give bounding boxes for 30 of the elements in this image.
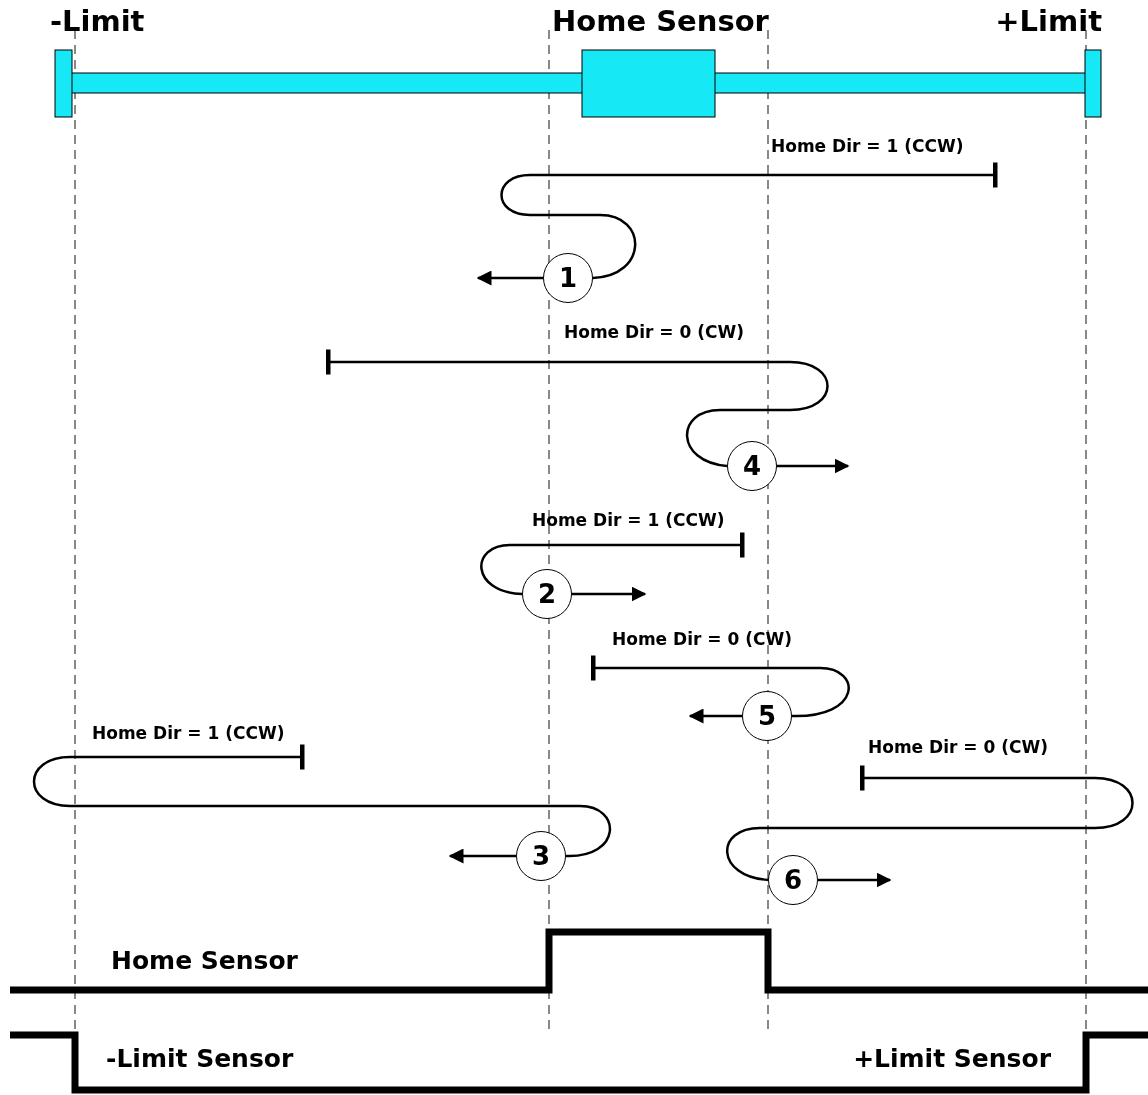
step-number-circle: 6 <box>768 855 818 905</box>
step-number-circle: 5 <box>742 691 792 741</box>
step-number-circle: 1 <box>543 253 593 303</box>
signal-label: -Limit Sensor <box>106 1045 294 1073</box>
signal-label: Home Sensor <box>111 947 298 975</box>
motion-arrow <box>818 872 892 888</box>
motion-arrow <box>777 458 850 474</box>
homing-path <box>726 765 1134 882</box>
limit-label: -Limit <box>50 6 145 38</box>
signal-label: +Limit Sensor <box>853 1045 1051 1073</box>
motion-arrow <box>688 708 742 724</box>
direction-label: Home Dir = 0 (CW) <box>612 630 792 649</box>
homing-path <box>590 655 850 718</box>
motion-arrow <box>572 586 647 602</box>
step-number-circle: 2 <box>522 569 572 619</box>
motion-arrow <box>448 848 516 864</box>
limit-label: +Limit <box>995 6 1102 38</box>
direction-label: Home Dir = 1 (CCW) <box>532 511 725 530</box>
homing-path <box>500 162 998 280</box>
direction-label: Home Dir = 1 (CCW) <box>92 724 285 743</box>
step-number-circle: 3 <box>516 831 566 881</box>
motion-arrow <box>476 270 543 286</box>
direction-label: Home Dir = 0 (CW) <box>868 738 1048 757</box>
homing-path <box>325 349 829 468</box>
homing-path <box>480 532 745 596</box>
step-number-circle: 4 <box>727 441 777 491</box>
direction-label: Home Dir = 0 (CW) <box>564 323 744 342</box>
sensor-label: Home Sensor <box>552 6 769 38</box>
homing-path <box>33 744 611 858</box>
direction-label: Home Dir = 1 (CCW) <box>771 137 964 156</box>
